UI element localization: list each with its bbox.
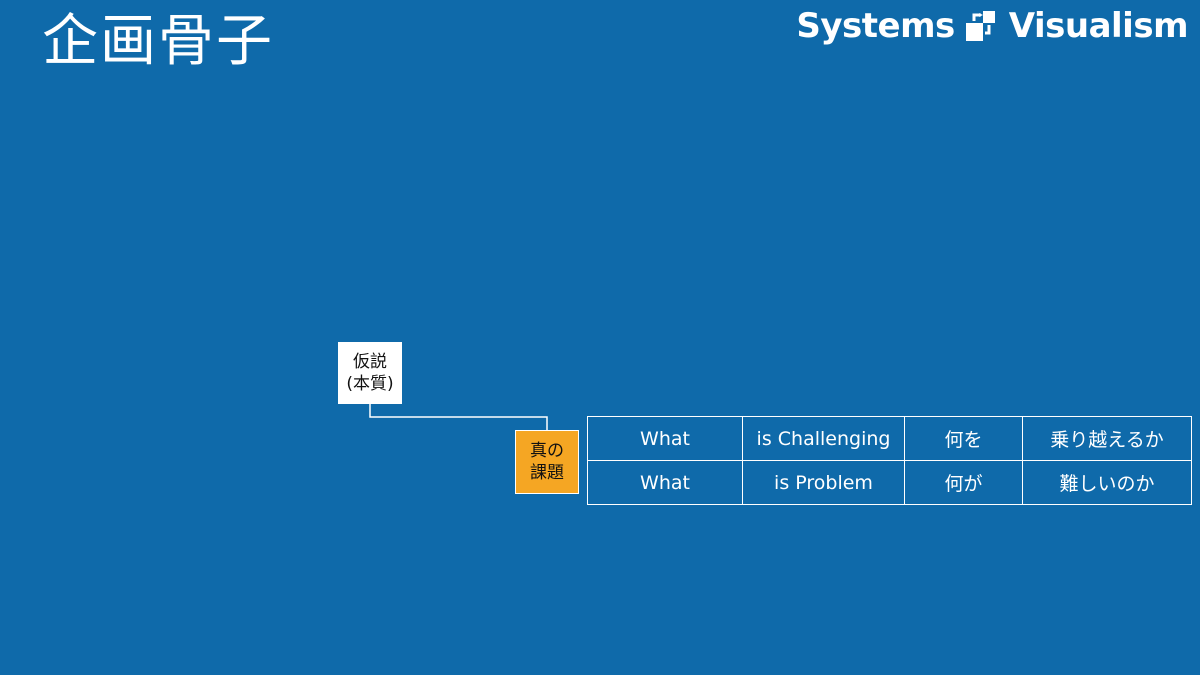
hypothesis-line2: (本質) bbox=[346, 374, 394, 394]
table-cell: 乗り越えるか bbox=[1022, 416, 1192, 461]
brand-right-word: Visualism bbox=[1008, 6, 1189, 46]
table-cell: 難しいのか bbox=[1022, 460, 1192, 505]
issue-definition-table: What is Challenging 何を 乗り越えるか What is Pr… bbox=[587, 416, 1192, 505]
table-row: What is Challenging 何を 乗り越えるか bbox=[587, 416, 1192, 461]
slide-title: 企画骨子 bbox=[42, 9, 274, 74]
table-cell: is Problem bbox=[742, 460, 905, 505]
brand-logo: Systems Visualism bbox=[796, 6, 1188, 46]
brand-left-word: Systems bbox=[796, 6, 955, 46]
true-issue-line2: 課題 bbox=[530, 463, 564, 483]
flow-diagram-icon bbox=[965, 11, 995, 41]
table-cell: What bbox=[587, 460, 743, 505]
table-row: What is Problem 何が 難しいのか bbox=[587, 460, 1192, 505]
hypothesis-line1: 仮説 bbox=[352, 352, 387, 372]
true-issue-line1: 真の bbox=[530, 441, 564, 461]
table-cell: is Challenging bbox=[742, 416, 905, 461]
table-cell: What bbox=[587, 416, 743, 461]
table-cell: 何を bbox=[904, 416, 1023, 461]
true-issue-box: 真の 課題 bbox=[515, 430, 579, 494]
hypothesis-box: 仮説 (本質) bbox=[338, 342, 402, 404]
table-cell: 何が bbox=[904, 460, 1023, 505]
